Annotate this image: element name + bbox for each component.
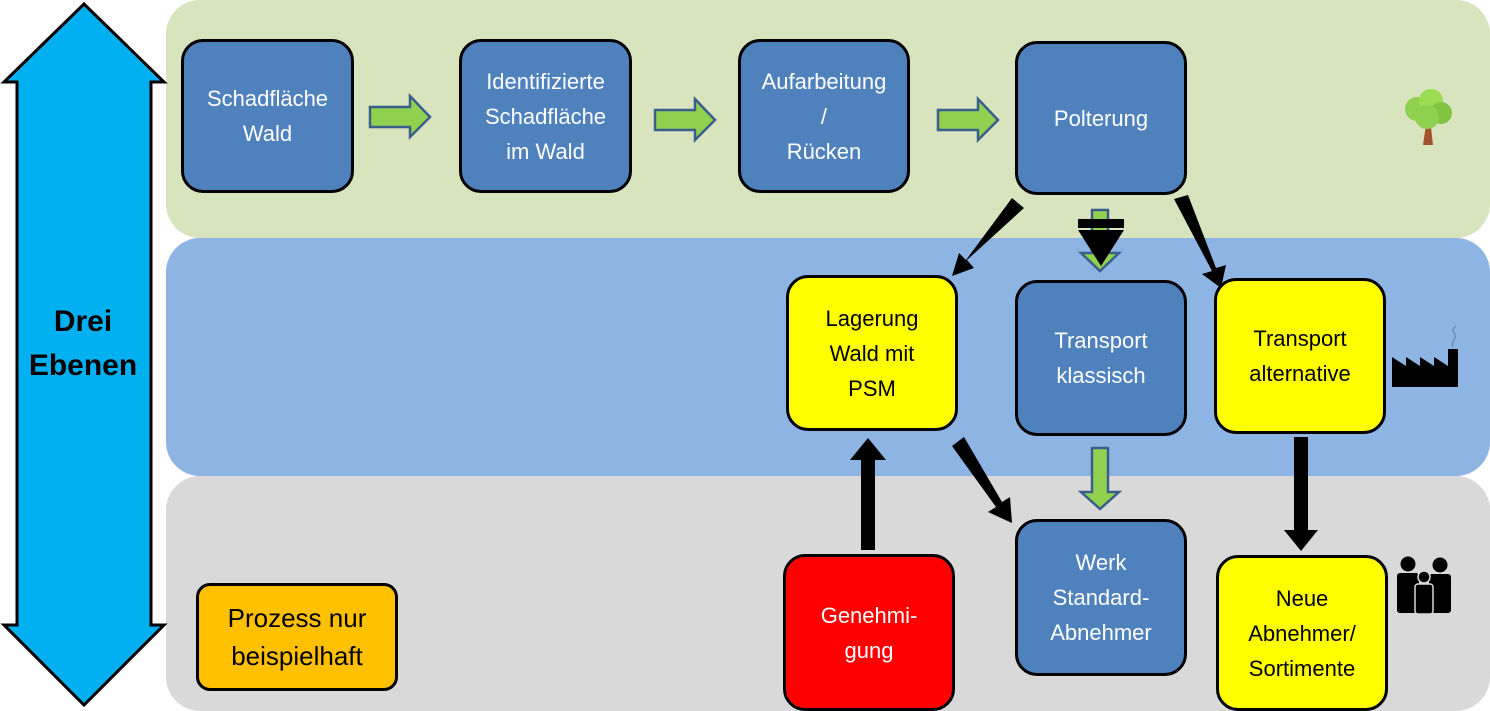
arrow-genehmigung-lagerung	[850, 438, 886, 550]
node-werk-standard-abnehmer[interactable]: Werk Standard- Abnehmer	[1015, 519, 1187, 676]
black-funnel-marker	[1078, 219, 1124, 266]
node-polterung[interactable]: Polterung	[1015, 41, 1187, 195]
node-aufarbeitung-ruecken[interactable]: Aufarbeitung / Rücken	[738, 39, 910, 193]
green-flow-arrows	[368, 92, 1123, 511]
three-levels-label: Drei Ebenen	[28, 305, 138, 382]
arrow-lagerung-werk	[952, 437, 1012, 523]
flow-arrow-transport-werk	[1077, 446, 1123, 511]
flow-arrow-3	[936, 95, 1000, 144]
node-genehmigung[interactable]: Genehmi- gung	[783, 554, 955, 711]
node-transport-klassisch[interactable]: Transport klassisch	[1015, 280, 1187, 436]
flow-arrow-2	[653, 95, 717, 144]
black-flow-arrows	[850, 195, 1318, 551]
factory-icon	[1392, 325, 1458, 387]
arrow-polterung-lagerung	[952, 198, 1024, 276]
flow-arrow-1	[368, 92, 432, 141]
node-identifizierte-schadflaeche[interactable]: Identifizierte Schadfläche im Wald	[459, 39, 632, 193]
three-levels-double-arrow-icon	[0, 1, 168, 708]
tree-icon	[1405, 89, 1452, 145]
arrow-alternative-neue	[1284, 437, 1318, 551]
arrow-polterung-alternative	[1174, 195, 1226, 288]
node-lagerung-wald-psm[interactable]: Lagerung Wald mit PSM	[786, 275, 958, 431]
people-icon	[1397, 556, 1451, 615]
node-neue-abnehmer[interactable]: Neue Abnehmer/ Sortimente	[1216, 555, 1388, 711]
node-schadflaeche-wald[interactable]: Schadfläche Wald	[181, 39, 354, 193]
legend-example-process: Prozess nur beispielhaft	[196, 583, 398, 691]
node-transport-alternative[interactable]: Transport alternative	[1214, 278, 1386, 434]
